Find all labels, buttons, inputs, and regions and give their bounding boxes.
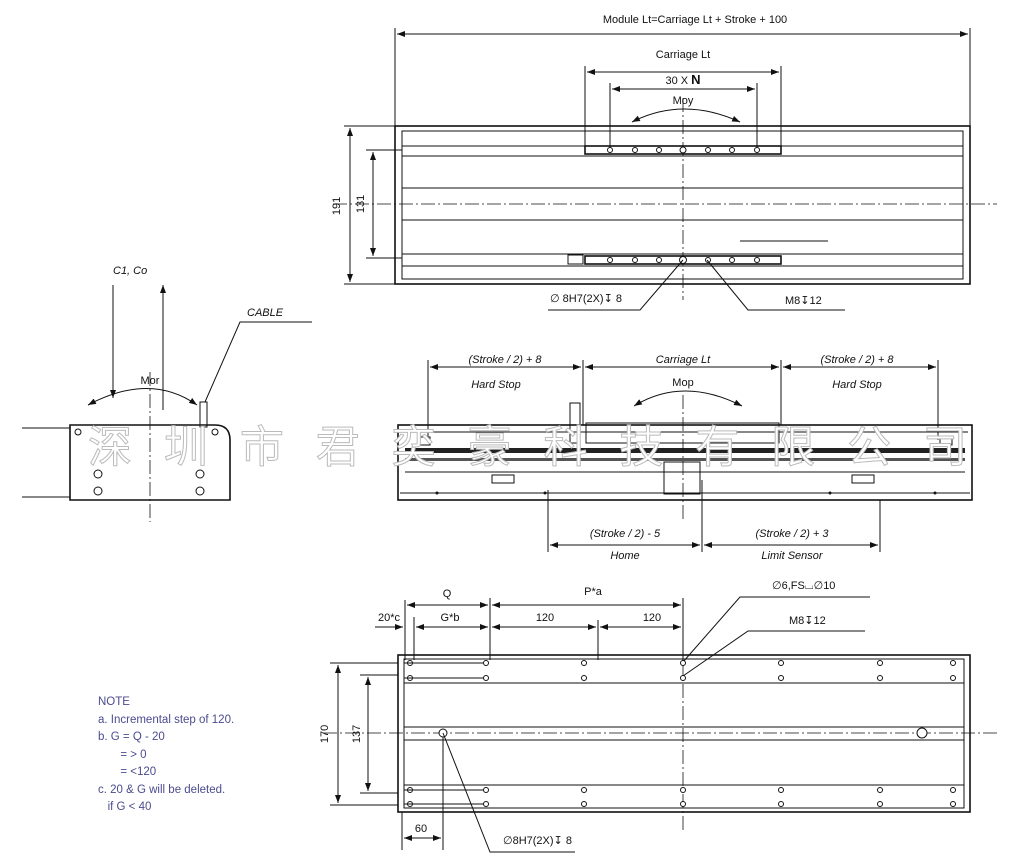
watermark: 深圳市君奕豪科技有限公司	[88, 422, 968, 473]
right-hard-stop-label: Hard Stop	[832, 379, 882, 391]
top-view: Module Lt=Carriage Lt + Stroke + 100 Car…	[331, 14, 997, 311]
note-line: c. 20 & G will be deleted.	[98, 783, 226, 796]
cable-label: CABLE	[247, 307, 284, 319]
load-label: C1, Co	[113, 265, 147, 277]
note-line: b. G = Q - 20	[98, 731, 165, 743]
moy-arrow-icon	[631, 108, 741, 123]
left-stroke-label: (Stroke / 2) + 8	[468, 354, 542, 366]
carriage-top-plate	[584, 145, 782, 155]
home-label: Home	[610, 550, 639, 562]
q-label: Q	[443, 588, 452, 600]
limit-stroke-label: (Stroke / 2) + 3	[755, 528, 829, 540]
top-dowel-callout: ∅ 8H7(2X)↧ 8	[550, 293, 622, 305]
carriage-length-label: Carriage Lt	[656, 49, 710, 61]
mop-arrow-icon	[633, 390, 743, 407]
module-length-label: Module Lt=Carriage Lt + Stroke + 100	[603, 14, 787, 26]
pitch-1-label: 120	[536, 612, 554, 624]
front-carriage-label: Carriage Lt	[656, 354, 711, 366]
top-height-131: 131	[355, 195, 367, 213]
counterbore-callout: ∅6,FS⌴∅10	[772, 580, 835, 592]
bottom-thread-callout: M8↧12	[789, 615, 826, 627]
g-label: G*b	[441, 612, 460, 624]
limit-sensor-label: Limit Sensor	[761, 550, 823, 562]
mor-arrow-icon	[87, 388, 198, 406]
bottom-dowel-callout: ∅8H7(2X)↧ 8	[503, 835, 572, 847]
pitch-2-label: 120	[643, 612, 661, 624]
top-height-191: 191	[331, 197, 343, 215]
mop-label: Mop	[672, 377, 693, 389]
front-view: (Stroke / 2) + 8 Hard Stop Carriage Lt M…	[397, 354, 973, 562]
p-label: P*a	[584, 586, 603, 598]
left-hard-stop-label: Hard Stop	[471, 379, 521, 391]
bottom-view: Q P*a 20*c G*b 120 120 ∅6,FS⌴∅10 M8↧12	[319, 580, 997, 853]
note-line: if G < 40	[98, 801, 152, 813]
c-label: 20*c	[378, 612, 401, 624]
cable-stub	[199, 401, 208, 428]
hole-pitch-label: 30 X N	[665, 72, 700, 87]
note-line: a. Incremental step of 120.	[98, 713, 235, 726]
notes: NOTE a. Incremental step of 120. b. G = …	[98, 694, 234, 817]
note-line: = > 0	[98, 748, 147, 761]
bottom-height-170: 170	[319, 725, 331, 743]
notes-title: NOTE	[98, 696, 130, 708]
offset-60-label: 60	[415, 823, 427, 835]
home-stroke-label: (Stroke / 2) - 5	[590, 528, 661, 540]
top-thread-callout: M8↧12	[785, 295, 822, 307]
note-line: = <120	[98, 766, 157, 778]
right-stroke-label: (Stroke / 2) + 8	[820, 354, 894, 366]
side-view: C1, Co CABLE Mor	[22, 265, 312, 522]
bottom-height-137: 137	[351, 725, 363, 743]
